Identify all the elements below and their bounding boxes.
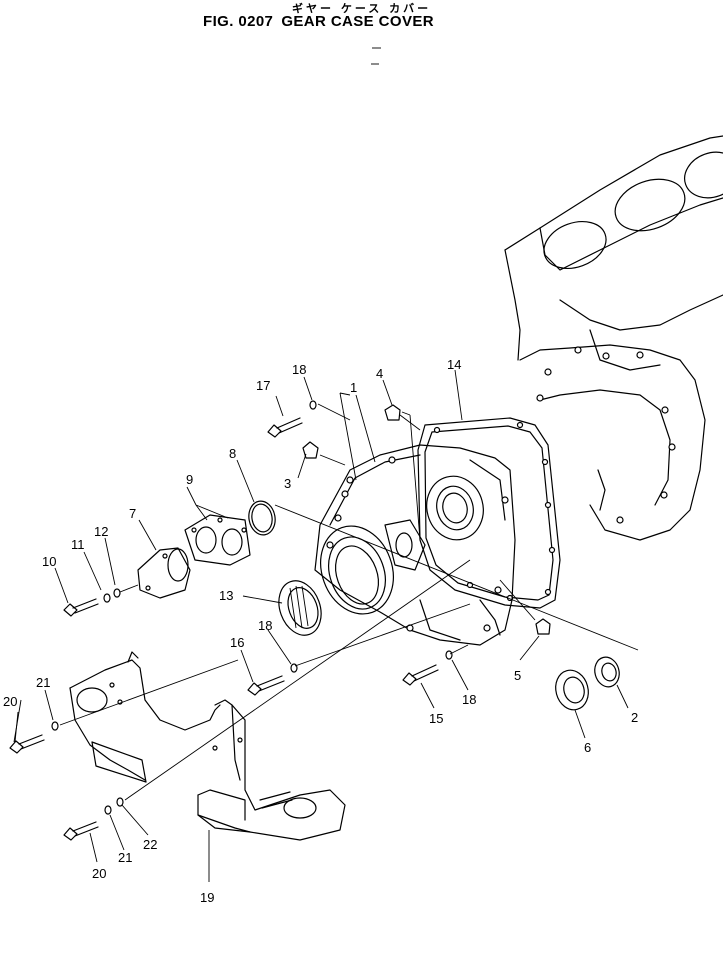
plug-part-5: [535, 618, 551, 635]
diagram-title: FIG. 0207 GEAR CASE COVER: [203, 13, 434, 30]
callout-18-top: 18: [292, 362, 306, 377]
alignment-lines: [59, 403, 639, 801]
bolt-part-20: [9, 734, 45, 754]
washer-part-12: [113, 588, 121, 598]
callout-8: 8: [229, 446, 236, 461]
callout-1: 1: [350, 380, 357, 395]
callout-2: 2: [631, 710, 638, 725]
callout-10: 10: [42, 554, 56, 569]
bolt-part-16: [247, 675, 285, 696]
washer-part-18: [290, 663, 298, 673]
gear-case-cover-part-1: [314, 444, 516, 646]
bolt-part-17: [267, 417, 303, 438]
callout-11: 11: [71, 537, 85, 552]
o-ring-part-8: [248, 500, 276, 536]
leader-lines: [13, 369, 629, 882]
callout-13: 13: [219, 588, 233, 603]
oil-seal-part-6: [555, 669, 589, 711]
bolt-part-20: [63, 821, 99, 841]
bolt-part-15: [402, 664, 439, 686]
callout-18-middle: 18: [258, 618, 272, 633]
callout-3: 3: [284, 476, 291, 491]
bushing-part-2: [594, 656, 620, 688]
washer-part-22: [116, 797, 124, 807]
title-japanese: ギヤー ケース カバー: [292, 2, 432, 15]
washer-part-18: [309, 400, 317, 410]
figure-number: FIG. 0207: [203, 13, 274, 30]
plug-part-4: [384, 404, 401, 421]
engine-block: [504, 135, 723, 541]
callout-12: 12: [94, 524, 108, 539]
figure-name: GEAR CASE COVER: [281, 13, 435, 30]
callout-4: 4: [376, 366, 383, 381]
callout-18-right: 18: [462, 692, 476, 707]
callout-16: 16: [230, 635, 244, 650]
callout-20-top: 20: [3, 694, 17, 709]
callout-numbers: 1 2 3 4 5 6 7 8 9 10 11 12 13 14 15 16 1…: [3, 357, 638, 905]
callout-22: 22: [143, 837, 157, 852]
washer-part-11: [103, 593, 111, 603]
callout-19: 19: [200, 890, 214, 905]
callout-15: 15: [429, 711, 443, 726]
callout-6: 6: [584, 740, 591, 755]
cover-part-7: [137, 547, 191, 599]
bracket-part-19: [197, 699, 346, 841]
callout-5: 5: [514, 668, 521, 683]
bolt-part-10: [63, 598, 99, 617]
bracket-plate: [69, 651, 221, 783]
callout-21-top: 21: [36, 675, 50, 690]
callout-7: 7: [129, 506, 136, 521]
oil-seal-part-13: [278, 580, 322, 636]
gasket-part-9: [184, 514, 251, 566]
callout-21-bottom: 21: [118, 850, 132, 865]
washer-part-21: [104, 805, 112, 815]
washer-part-21: [51, 721, 59, 731]
callout-17: 17: [256, 378, 270, 393]
callout-14: 14: [447, 357, 461, 372]
callout-9: 9: [186, 472, 193, 487]
callout-20-bottom: 20: [92, 866, 106, 881]
washer-part-18: [445, 650, 453, 660]
